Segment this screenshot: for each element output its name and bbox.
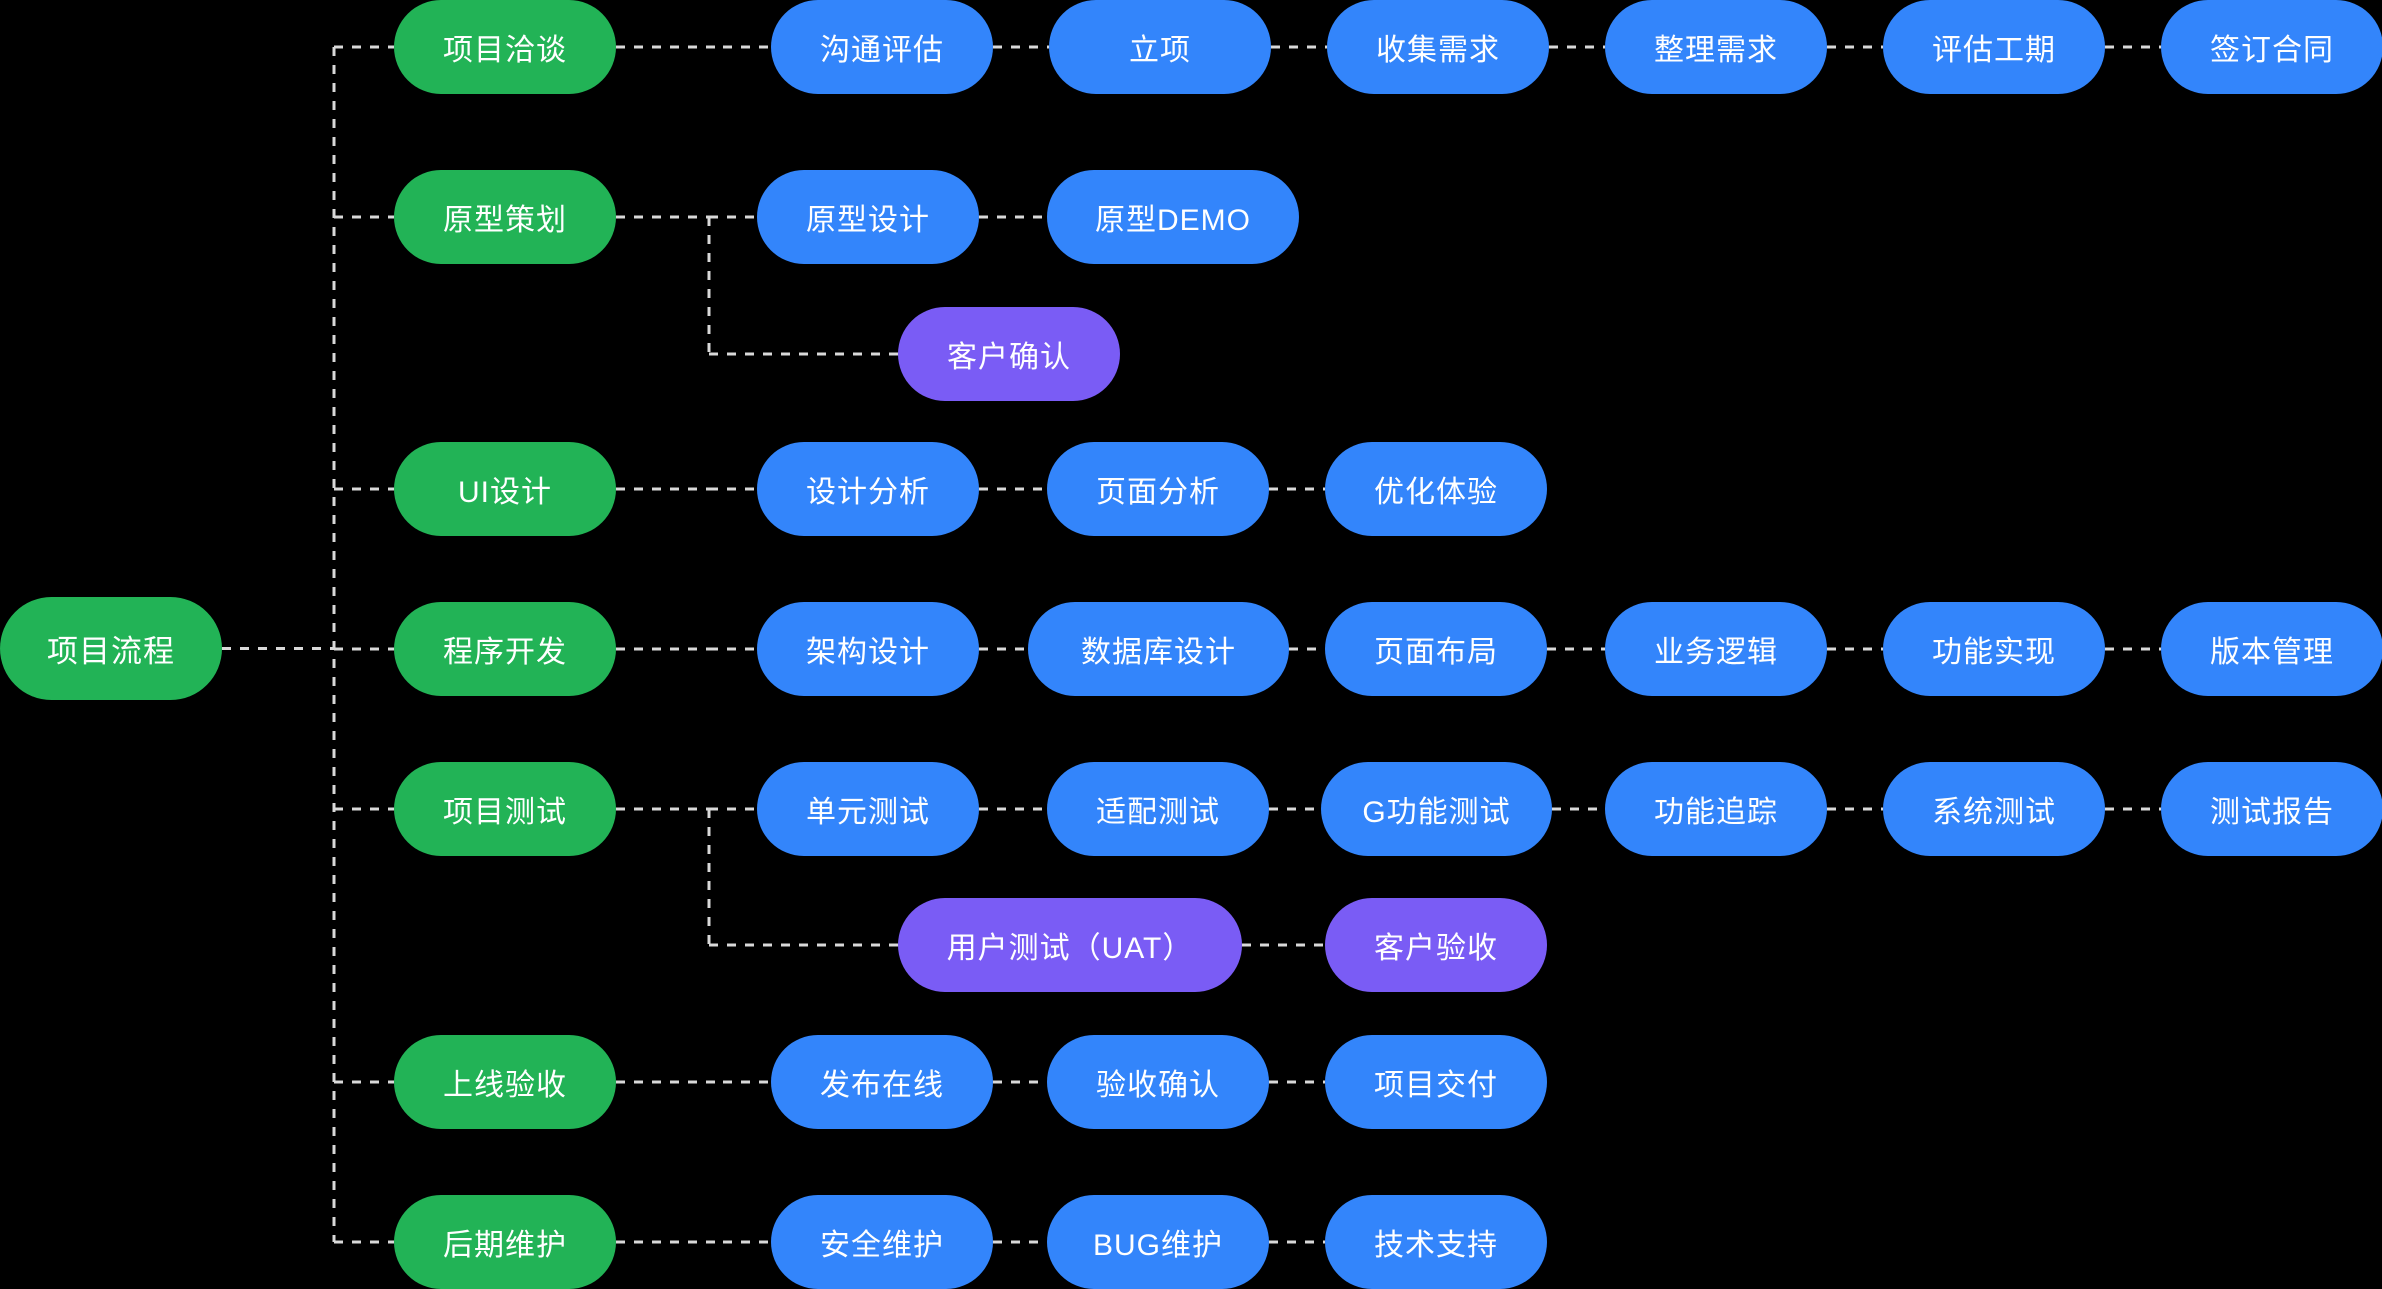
branch-node-6[interactable]: 上线验收 [394, 1035, 616, 1129]
node-label: 架构设计 [806, 636, 930, 669]
leaf-node-4-4[interactable]: 业务逻辑 [1605, 602, 1827, 696]
node-label: 验收确认 [1096, 1069, 1220, 1102]
leaf-node-4-1[interactable]: 架构设计 [757, 602, 979, 696]
node-label: 项目洽谈 [443, 34, 567, 67]
leaf-node-5-1[interactable]: 单元测试 [757, 762, 979, 856]
node-label: 签订合同 [2210, 34, 2334, 67]
node-label: 后期维护 [443, 1229, 567, 1262]
leaf-node-3-1[interactable]: 设计分析 [757, 442, 979, 536]
leaf-node-5-6[interactable]: 测试报告 [2161, 762, 2382, 856]
leaf-node-3-3[interactable]: 优化体验 [1325, 442, 1547, 536]
leaf-node-4-5[interactable]: 功能实现 [1883, 602, 2105, 696]
leaf-node-1-5[interactable]: 评估工期 [1883, 0, 2105, 94]
node-label: 测试报告 [2210, 796, 2334, 829]
node-label: 优化体验 [1374, 476, 1498, 509]
leaf-node-4-3[interactable]: 页面布局 [1325, 602, 1547, 696]
node-label: 原型DEMO [1095, 204, 1251, 237]
node-label: 单元测试 [806, 796, 930, 829]
node-label: 沟通评估 [820, 34, 944, 67]
node-label: 项目流程 [47, 634, 175, 669]
leaf-node-7-3[interactable]: 技术支持 [1325, 1195, 1547, 1289]
node-label: 版本管理 [2210, 636, 2334, 669]
branch-node-1[interactable]: 项目洽谈 [394, 0, 616, 94]
node-label: 页面分析 [1096, 476, 1220, 509]
leaf-node-7-1[interactable]: 安全维护 [771, 1195, 993, 1289]
leaf-node-5-5[interactable]: 系统测试 [1883, 762, 2105, 856]
node-label: 项目交付 [1374, 1069, 1498, 1102]
node-label: 页面布局 [1374, 636, 1498, 669]
leaf-node-4-2[interactable]: 数据库设计 [1028, 602, 1289, 696]
leaf-node-6-1[interactable]: 发布在线 [771, 1035, 993, 1129]
node-label: 适配测试 [1096, 796, 1220, 829]
node-label: 程序开发 [443, 636, 567, 669]
leaf-node-3-2[interactable]: 页面分析 [1047, 442, 1269, 536]
node-label: 系统测试 [1932, 796, 2056, 829]
node-label: 安全维护 [820, 1229, 944, 1262]
leaf-node-1-2[interactable]: 立项 [1049, 0, 1271, 94]
leaf-node-2-3[interactable]: 客户确认 [898, 307, 1120, 401]
leaf-node-1-3[interactable]: 收集需求 [1327, 0, 1549, 94]
leaf-node-6-2[interactable]: 验收确认 [1047, 1035, 1269, 1129]
node-label: 功能实现 [1932, 636, 2056, 669]
node-label: 业务逻辑 [1654, 636, 1778, 669]
branch-node-2[interactable]: 原型策划 [394, 170, 616, 264]
node-label: 收集需求 [1376, 34, 1500, 67]
leaf-node-5-2[interactable]: 适配测试 [1047, 762, 1269, 856]
leaf-node-2-1[interactable]: 原型设计 [757, 170, 979, 264]
node-label: 设计分析 [806, 476, 930, 509]
leaf-node-1-6[interactable]: 签订合同 [2161, 0, 2382, 94]
node-label: G功能测试 [1362, 796, 1511, 829]
node-label: 立项 [1129, 34, 1191, 67]
node-label: 项目测试 [443, 796, 567, 829]
node-label: 上线验收 [443, 1069, 567, 1102]
leaf-node-5-3[interactable]: G功能测试 [1321, 762, 1552, 856]
node-label: 评估工期 [1932, 34, 2056, 67]
leaf-node-5-8[interactable]: 客户验收 [1325, 898, 1547, 992]
leaf-node-2-2[interactable]: 原型DEMO [1047, 170, 1299, 264]
leaf-node-6-3[interactable]: 项目交付 [1325, 1035, 1547, 1129]
leaf-node-5-4[interactable]: 功能追踪 [1605, 762, 1827, 856]
leaf-node-4-6[interactable]: 版本管理 [2161, 602, 2382, 696]
leaf-node-7-2[interactable]: BUG维护 [1047, 1195, 1269, 1289]
node-label: 用户测试（UAT） [946, 932, 1194, 965]
leaf-node-1-1[interactable]: 沟通评估 [771, 0, 993, 94]
branch-node-4[interactable]: 程序开发 [394, 602, 616, 696]
branch-node-7[interactable]: 后期维护 [394, 1195, 616, 1289]
node-label: 客户确认 [947, 341, 1071, 374]
leaf-node-5-7[interactable]: 用户测试（UAT） [898, 898, 1242, 992]
node-label: 发布在线 [820, 1069, 944, 1102]
node-label: 整理需求 [1654, 34, 1778, 67]
node-label: 原型设计 [806, 204, 930, 237]
node-label: 功能追踪 [1654, 796, 1778, 829]
node-label: 原型策划 [443, 204, 567, 237]
node-label: BUG维护 [1092, 1229, 1223, 1262]
node-label: 技术支持 [1374, 1229, 1498, 1262]
node-label: UI设计 [458, 476, 552, 509]
node-label: 数据库设计 [1081, 636, 1236, 669]
leaf-node-1-4[interactable]: 整理需求 [1605, 0, 1827, 94]
root-node[interactable]: 项目流程 [0, 597, 222, 700]
node-label: 客户验收 [1374, 932, 1498, 965]
branch-node-3[interactable]: UI设计 [394, 442, 616, 536]
branch-node-5[interactable]: 项目测试 [394, 762, 616, 856]
